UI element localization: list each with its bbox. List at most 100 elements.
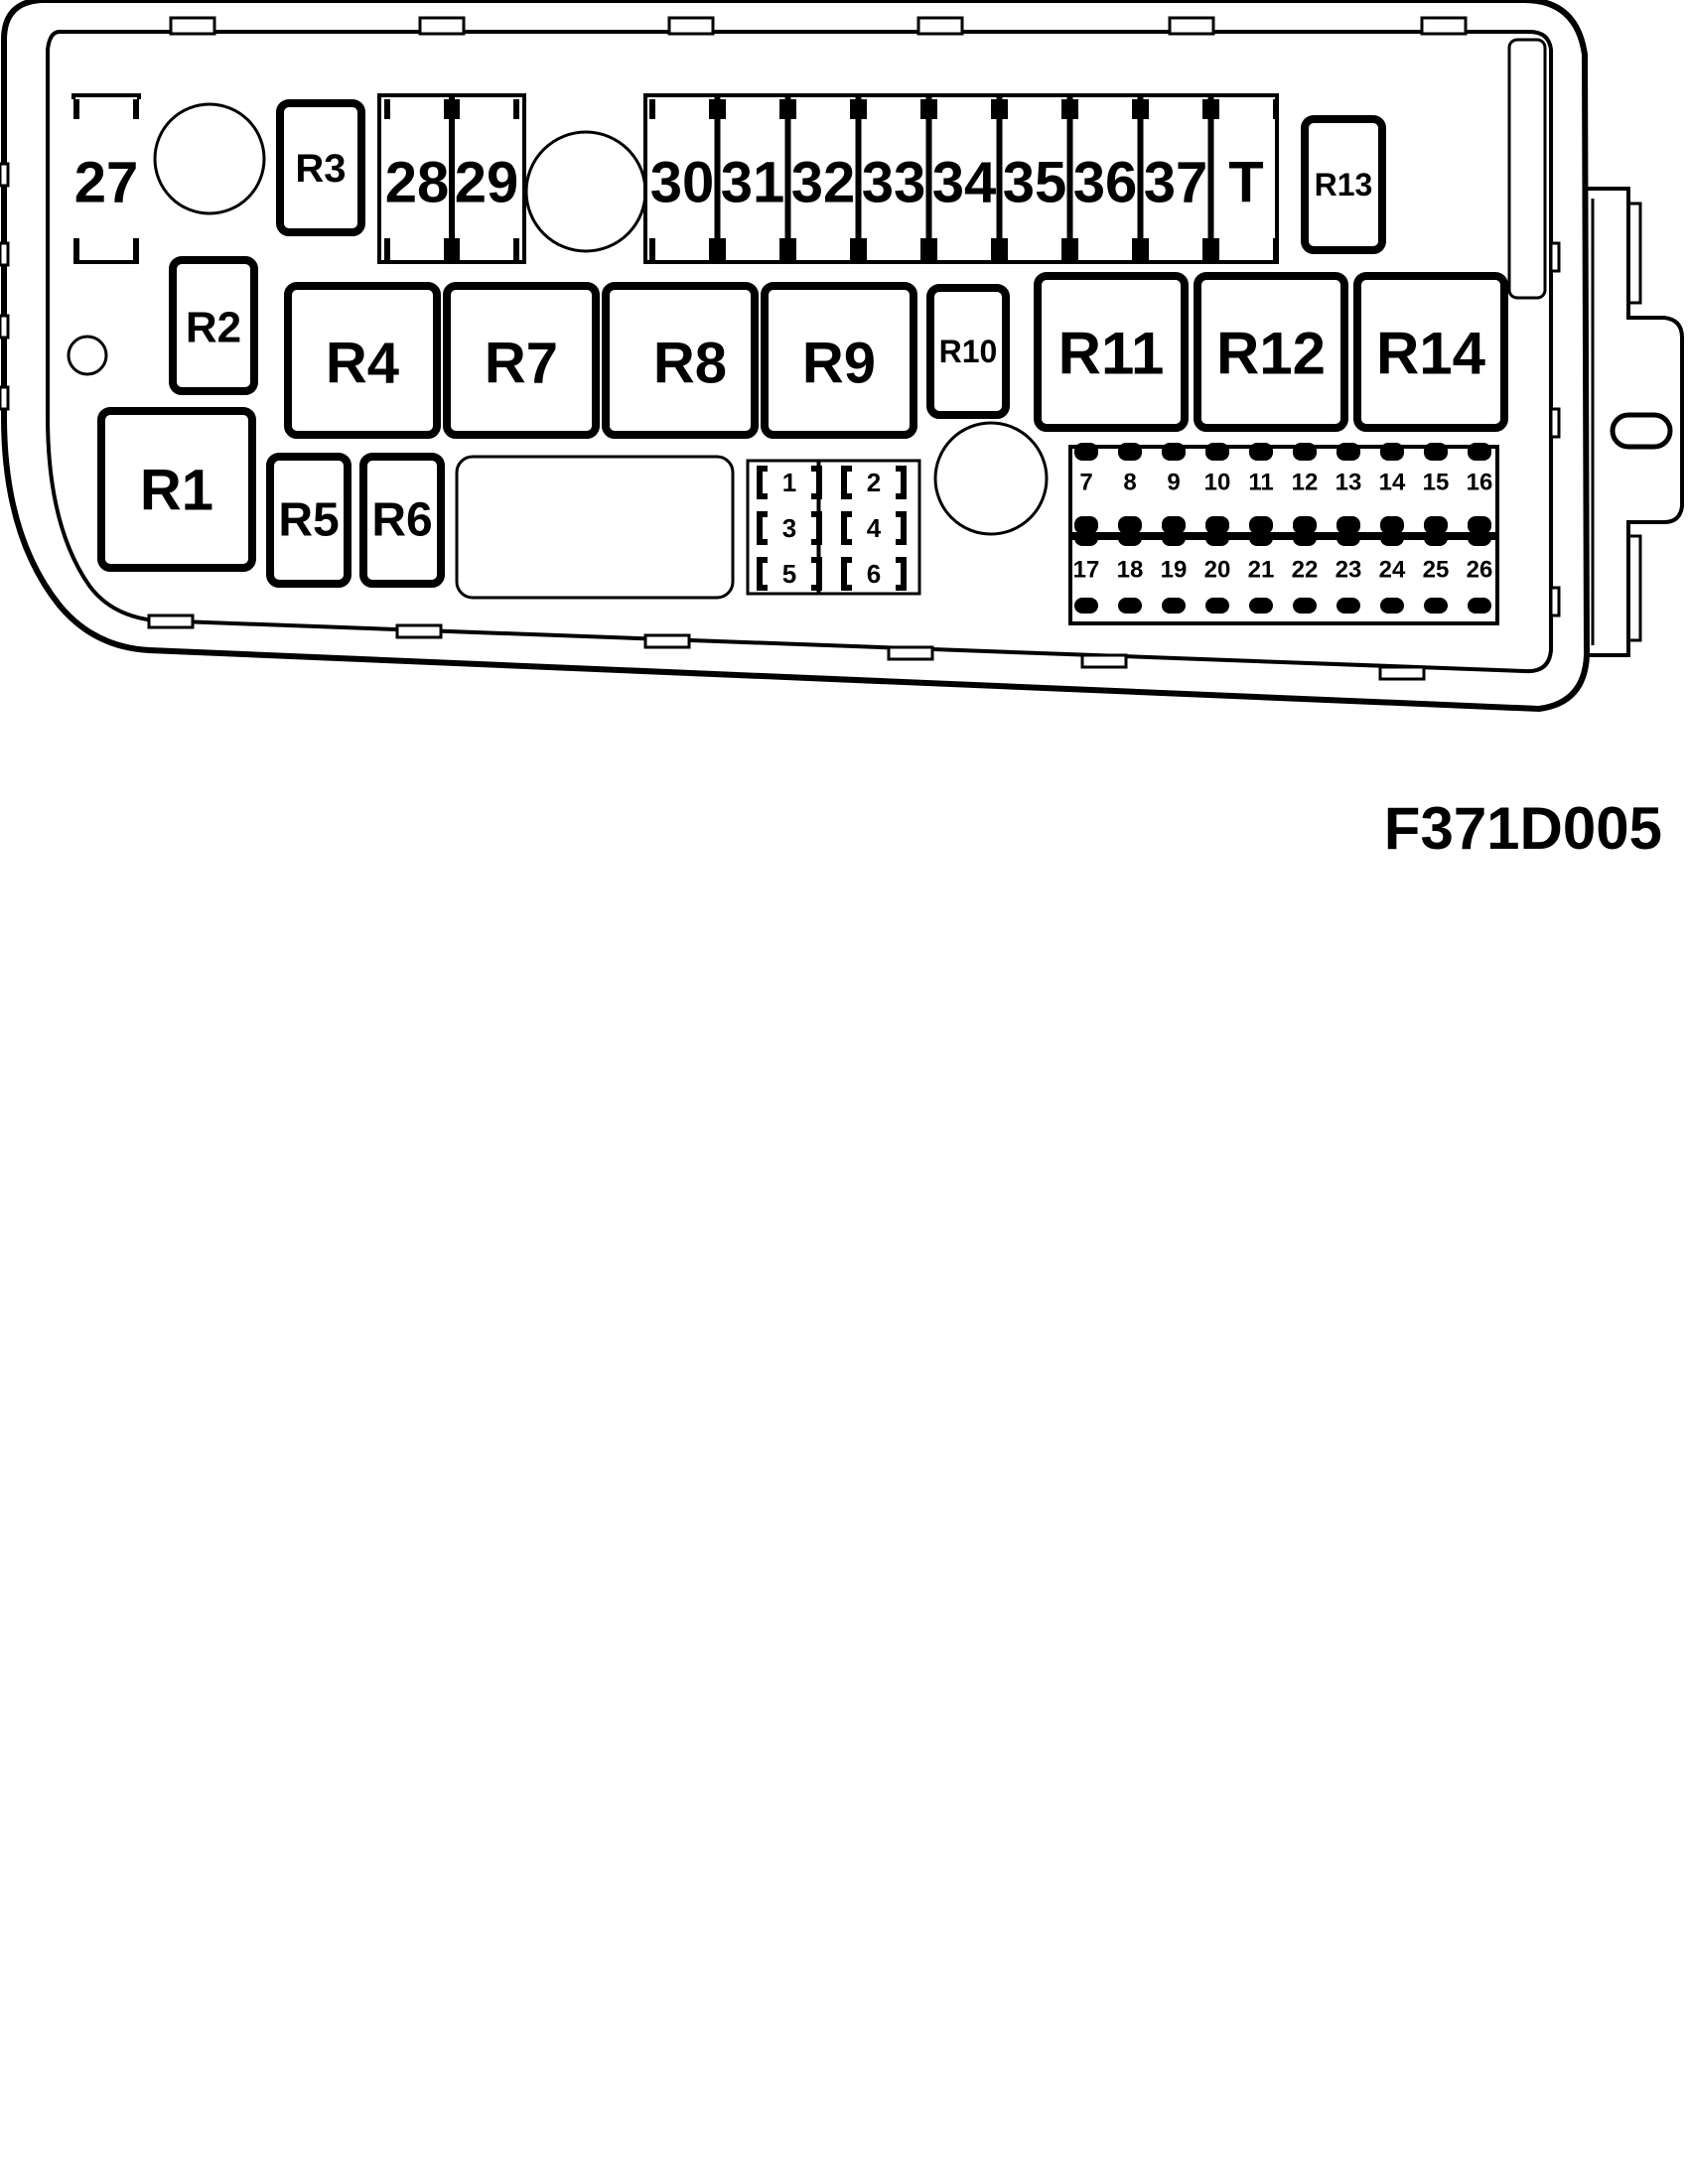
fuse-label: 15 (1423, 470, 1450, 496)
mini-fuse-clip (757, 511, 822, 545)
blank-slot (455, 455, 735, 600)
fuse-label: 11 (1248, 470, 1273, 496)
fuse-label: 28 (385, 151, 450, 215)
fuse-slot (1213, 99, 1279, 260)
fuse-contact (1162, 516, 1186, 534)
fuse-contact (1336, 530, 1360, 546)
fuse-label: 13 (1336, 470, 1362, 496)
relay-label: R11 (1058, 321, 1165, 387)
fuse-label: 34 (932, 151, 997, 215)
fuse-contact (1468, 530, 1491, 546)
fuse-label: 12 (1292, 470, 1319, 496)
relay-label: R13 (1315, 167, 1373, 203)
fuse-label: 24 (1379, 557, 1406, 584)
relay-label: R2 (186, 304, 241, 352)
fuse-label: 20 (1204, 557, 1231, 584)
small-fuse-frames (1068, 445, 1499, 625)
fuse-slot (1143, 99, 1208, 260)
fuse-contact (1249, 443, 1273, 461)
fuse-label: 37 (1144, 151, 1208, 215)
fuse-slot (1072, 99, 1138, 260)
fuse-label: 18 (1117, 557, 1144, 584)
fuse-label: 17 (1073, 557, 1100, 584)
fuse-label: 19 (1161, 557, 1188, 584)
fuse-label: 33 (862, 151, 926, 215)
fuse-contact (1074, 516, 1098, 534)
fuse-contact (1162, 598, 1186, 614)
fuse-label: 21 (1248, 557, 1275, 584)
fuse-slot (931, 99, 997, 260)
fuse-label: 29 (455, 151, 519, 215)
side-connector (1575, 187, 1684, 657)
relay-label: R12 (1216, 321, 1326, 387)
fuse-label: 25 (1423, 557, 1450, 584)
mini-fuse-label: 2 (867, 468, 881, 497)
fuse-label: 30 (650, 151, 715, 215)
mini-fuse-clip (841, 557, 907, 591)
round-bosses (67, 102, 1049, 536)
fuse-contact (1249, 530, 1273, 546)
small-fuse-blades (1074, 443, 1491, 614)
fuse-contact (1336, 443, 1360, 461)
fuse-contact (1293, 516, 1317, 534)
fuse-blades (73, 95, 1279, 262)
mini-fuse-label: 3 (782, 513, 796, 543)
fuse-label: 27 (74, 151, 139, 215)
fuse-contact (1074, 598, 1098, 614)
fuse-label: 10 (1204, 470, 1231, 496)
fuse-label: 23 (1336, 557, 1362, 584)
fuse-slot (720, 99, 785, 260)
fuse-contact (1205, 530, 1229, 546)
fuse-contact (1205, 443, 1229, 461)
fuse-slot (384, 99, 450, 260)
fuse-label: 16 (1467, 470, 1493, 496)
fuse-label: 32 (791, 151, 856, 215)
fuse-label: 26 (1467, 557, 1493, 584)
fuse-slot (861, 99, 926, 260)
fuse-contact (1205, 598, 1229, 614)
fuse-contact (1074, 443, 1098, 461)
fuse-contact (1336, 516, 1360, 534)
fuse-contact (1249, 598, 1273, 614)
housing-tabs (0, 16, 1561, 681)
fuse-slot (790, 99, 856, 260)
fuse-contact (1380, 443, 1404, 461)
fuse-contact (1162, 530, 1186, 546)
fuse-contact (1205, 516, 1229, 534)
housing-notch (1507, 38, 1547, 300)
fuse-contact (1118, 516, 1142, 534)
fuse-contact (1162, 443, 1186, 461)
mini-fuse-label: 5 (782, 559, 796, 589)
relay-label: R4 (326, 332, 399, 396)
fuse-label: 9 (1167, 470, 1180, 496)
mini-fuse-label: 1 (782, 468, 796, 497)
fuse-contact (1336, 598, 1360, 614)
fuse-label: 36 (1073, 151, 1138, 215)
relay-label: R10 (939, 334, 998, 369)
fuse-box-inner-rim (46, 30, 1553, 674)
relay-label: R14 (1376, 321, 1486, 387)
fuse-contact (1118, 443, 1142, 461)
mini-fuse-clip (841, 466, 907, 499)
fuse-label: 8 (1123, 470, 1136, 496)
fuse-contact (1293, 530, 1317, 546)
fuse-contact (1424, 516, 1448, 534)
relay-label: R8 (653, 332, 727, 396)
fuse-label: 14 (1379, 470, 1406, 496)
fuse-label: T (1228, 151, 1263, 215)
mini-fuse-blades (757, 466, 907, 591)
fuse-contact (1293, 598, 1317, 614)
mini-fuse-clip (757, 557, 822, 591)
relay-label: R1 (140, 459, 213, 523)
relay-outlines (97, 99, 1508, 588)
fuse-slot (73, 99, 139, 260)
fuse-label: 31 (721, 151, 785, 215)
fuse-contact (1468, 443, 1491, 461)
relay-label: R6 (371, 494, 432, 547)
fuse-contact (1424, 598, 1448, 614)
relay-label: R9 (802, 332, 876, 396)
mini-fuse-clip (757, 466, 822, 499)
fuse-contact (1380, 530, 1404, 546)
fuse-contact (1249, 516, 1273, 534)
